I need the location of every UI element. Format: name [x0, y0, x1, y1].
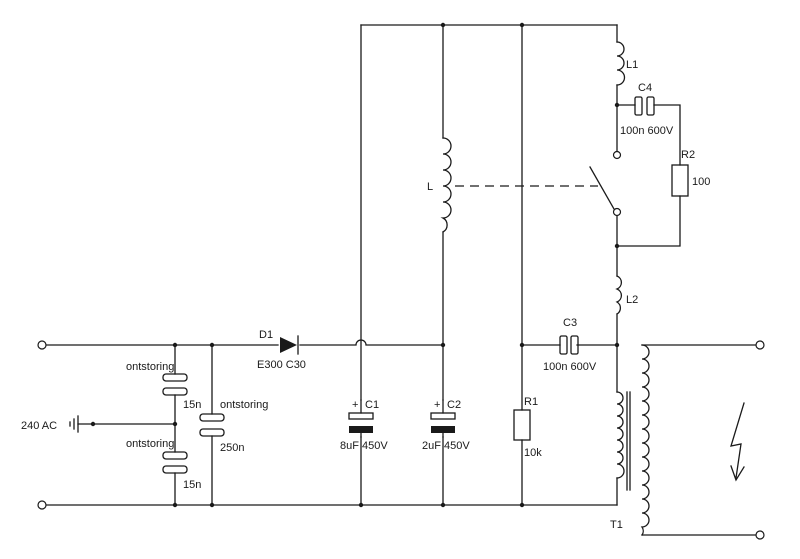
d1-value: E300 C30 [257, 359, 306, 371]
diode-d1 [280, 335, 299, 355]
filter-cap-mid-label: ontstoring [220, 399, 268, 411]
filter-cap-top-value: 15n [183, 399, 201, 411]
filter-cap-top-label: ontstoring [126, 361, 174, 373]
input-terminal-bottom [37, 500, 47, 510]
lightning-bolt-icon [730, 402, 745, 482]
c1-value: 8uF 450V [340, 440, 388, 452]
c2-label: C2 [447, 399, 461, 411]
l2-label: L2 [626, 294, 638, 306]
c1-plus: + [352, 399, 358, 411]
filter-cap-bottom-value: 15n [183, 479, 201, 491]
filter-capacitor-mid [199, 413, 225, 437]
filter-cap-mid-value: 250n [220, 442, 244, 454]
ac-input-label: 240 AC [21, 420, 57, 432]
filter-capacitor-bottom [162, 451, 188, 474]
r2-value: 100 [692, 176, 710, 188]
r1-label: R1 [524, 396, 538, 408]
l-label: L [427, 181, 433, 193]
c4-label: C4 [638, 82, 652, 94]
l1-terminal [612, 150, 622, 160]
input-terminal-top [37, 340, 47, 350]
filter-capacitor-top [162, 373, 188, 396]
c1-label: C1 [365, 399, 379, 411]
c3-label: C3 [563, 317, 577, 329]
inductor-l [440, 137, 452, 233]
c2-plus: + [434, 399, 440, 411]
t1-label: T1 [610, 519, 623, 531]
c4-value: 100n 600V [620, 125, 674, 137]
capacitor-c2 [430, 399, 456, 438]
inductor-l2 [615, 275, 623, 315]
terminals [37, 150, 765, 540]
junctions [90, 22, 620, 508]
filter-cap-bottom-label: ontstoring [126, 438, 174, 450]
relay-switch-contact [589, 166, 615, 210]
transformer-t1 [616, 344, 650, 536]
wires [45, 24, 757, 536]
c3-value: 100n 600V [543, 361, 597, 373]
d1-label: D1 [259, 329, 273, 341]
ground-icon [69, 415, 79, 433]
output-terminal-top [755, 340, 765, 350]
resistor-r2 [671, 164, 689, 197]
l1-label: L1 [626, 59, 638, 71]
resistor-r1 [513, 409, 531, 441]
capacitor-c1 [348, 399, 374, 438]
r2-label: R2 [681, 149, 695, 161]
output-terminal-bottom [755, 530, 765, 540]
r1-value: 10k [524, 447, 542, 459]
inductor-l1 [616, 41, 626, 86]
capacitor-c3 [559, 335, 579, 355]
switch-terminal [612, 207, 622, 217]
capacitor-c4 [634, 96, 655, 116]
c2-value: 2uF 450V [422, 440, 470, 452]
